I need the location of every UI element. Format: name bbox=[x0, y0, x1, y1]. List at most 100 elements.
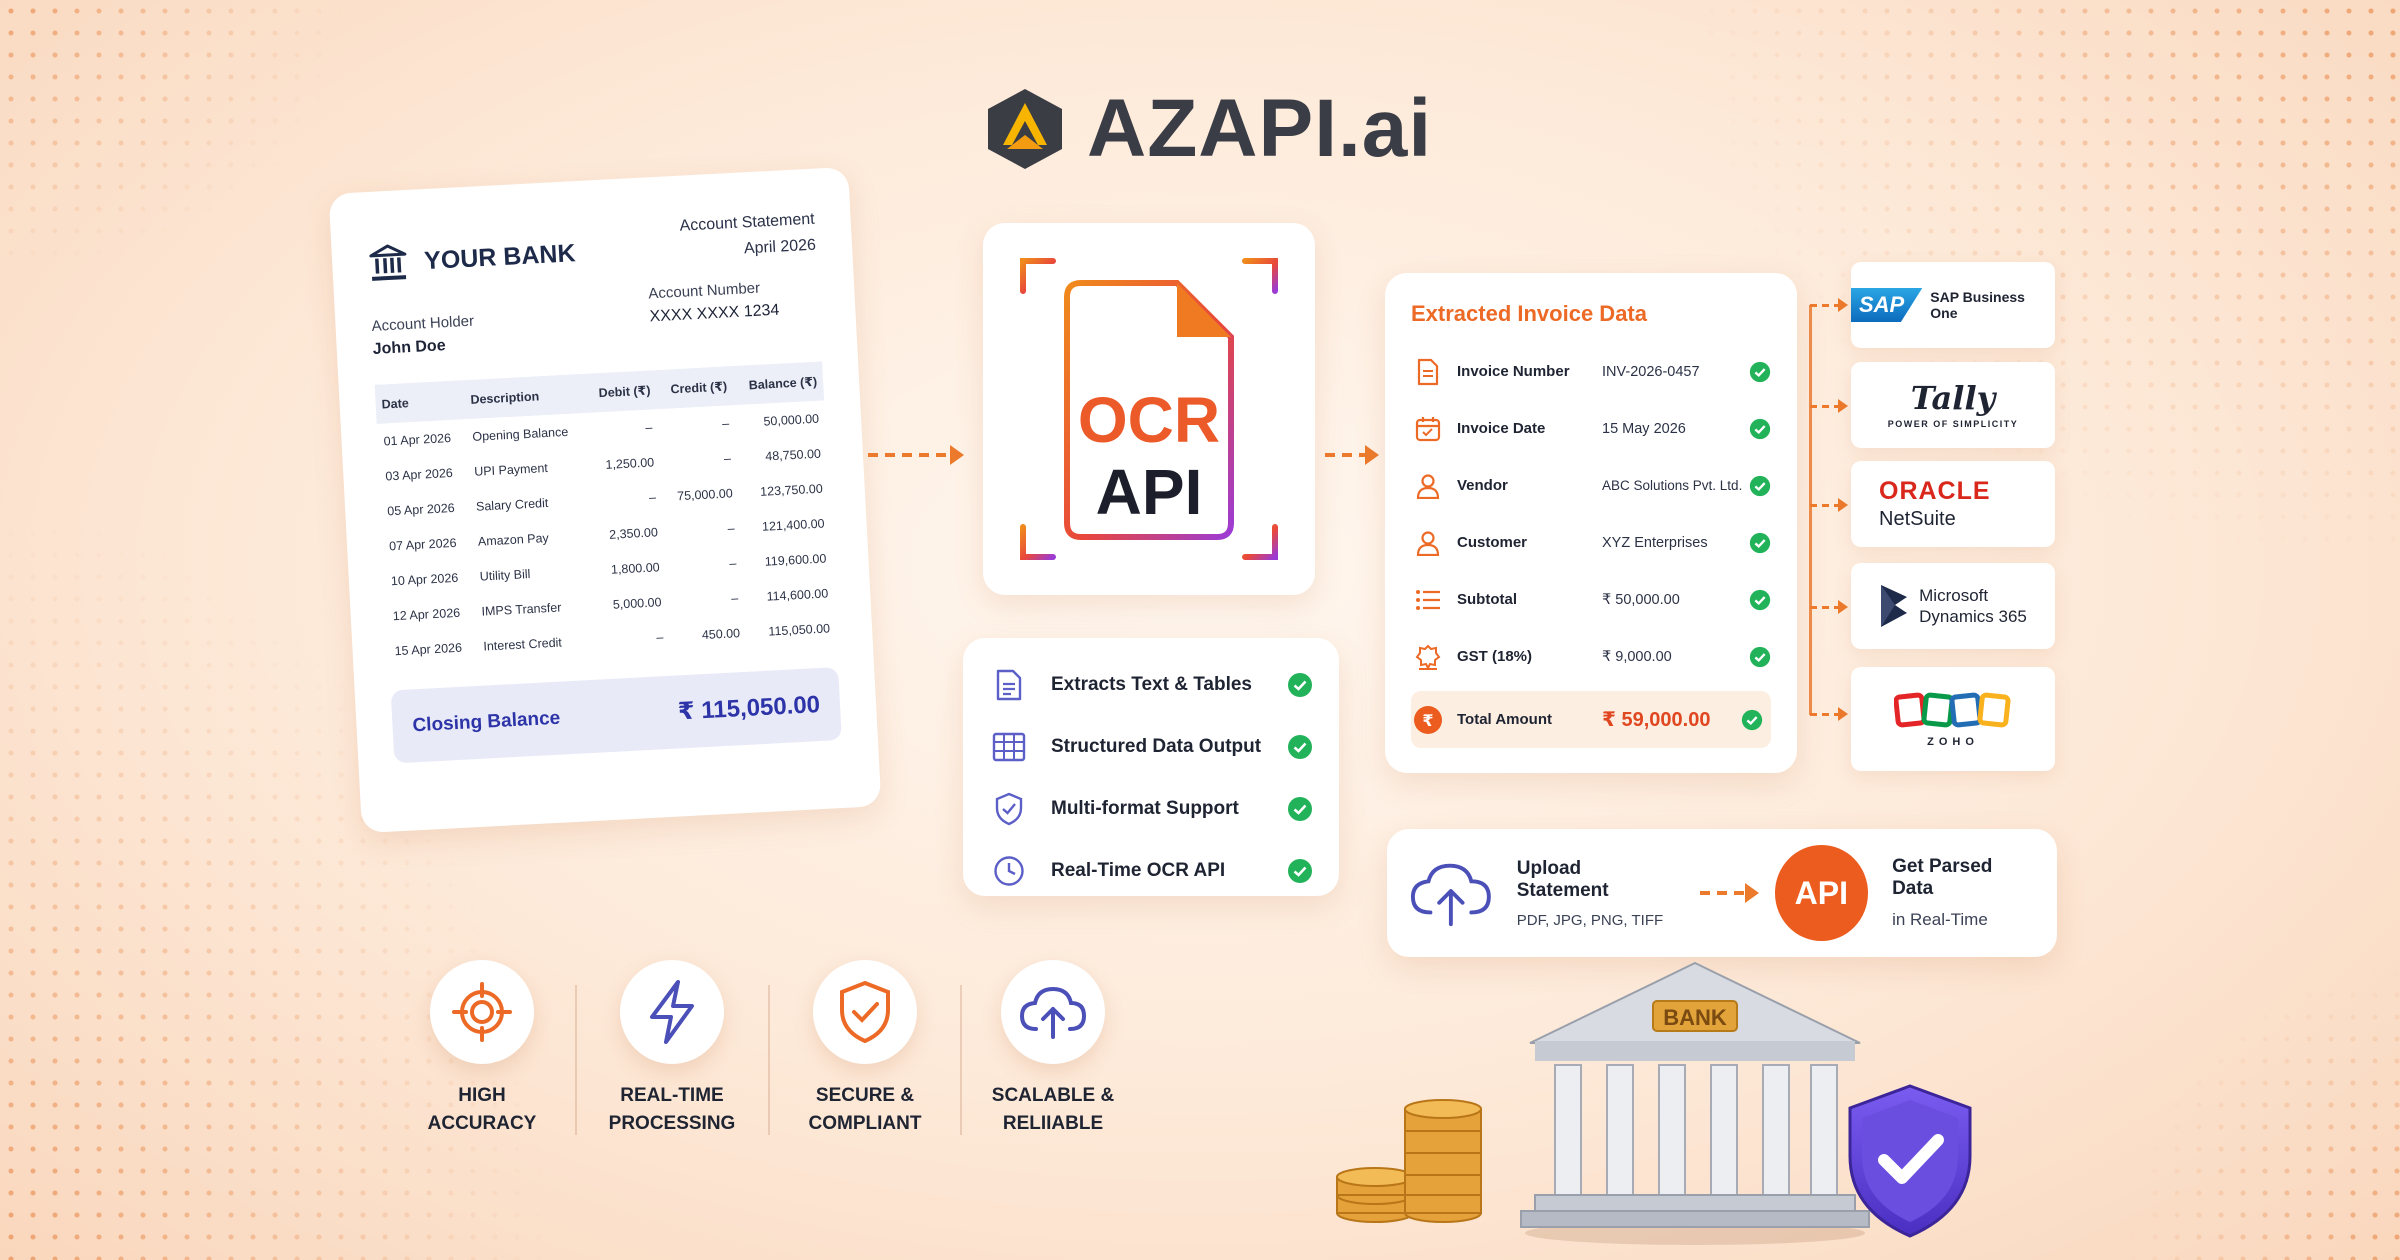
netsuite-label: NetSuite bbox=[1879, 508, 1956, 530]
dot-pattern-bottom-right bbox=[2100, 940, 2400, 1260]
ocr-api-card: OCR API bbox=[983, 223, 1315, 595]
field-value: INV-2026-0457 bbox=[1602, 363, 1700, 380]
shield-check-icon bbox=[995, 792, 1023, 826]
feature-label: Structured Data Output bbox=[1051, 736, 1262, 757]
cell-date: 05 Apr 2026 bbox=[386, 500, 455, 518]
integration-arrow bbox=[1810, 298, 1848, 312]
invoice-field-row: Customer XYZ Enterprises bbox=[1411, 514, 1771, 571]
lightning-icon bbox=[650, 980, 694, 1044]
cell-date: 01 Apr 2026 bbox=[383, 430, 452, 448]
badge-line-1: REAL-TIME bbox=[620, 1085, 724, 1106]
cell-credit: 450.00 bbox=[701, 625, 741, 642]
integration-arrow bbox=[1810, 600, 1848, 614]
calendar-icon bbox=[1415, 416, 1441, 441]
badge-separator bbox=[960, 985, 962, 1135]
brand-logo: AZAPI.ai bbox=[985, 82, 1432, 176]
check-circle-icon bbox=[1749, 589, 1771, 610]
integration-oracle-netsuite: ORACLE NetSuite bbox=[1851, 461, 2055, 547]
badge-line-1: SCALABLE & bbox=[991, 1085, 1115, 1106]
brand-name: AZAPI.ai bbox=[1087, 83, 1433, 174]
list-icon bbox=[1416, 589, 1440, 610]
total-key: Total Amount bbox=[1457, 711, 1552, 728]
badge-real-time-processing: REAL-TIME PROCESSING bbox=[582, 960, 762, 1138]
table-grid-icon bbox=[992, 732, 1026, 762]
invoice-field-row: Vendor ABC Solutions Pvt. Ltd. bbox=[1411, 457, 1771, 514]
field-key: Vendor bbox=[1457, 477, 1508, 494]
field-value: ABC Solutions Pvt. Ltd. bbox=[1602, 478, 1743, 493]
field-value: XYZ Enterprises bbox=[1602, 534, 1708, 551]
field-key: Subtotal bbox=[1457, 591, 1517, 608]
feature-label: Real-Time OCR API bbox=[1051, 860, 1226, 881]
zoho-logo-icon bbox=[1894, 692, 2011, 728]
field-key: Invoice Date bbox=[1457, 420, 1546, 437]
bank-statement-card: YOUR BANK Account Statement April 2026 A… bbox=[328, 166, 882, 834]
dynamics-label: Dynamics 365 bbox=[1919, 607, 2027, 626]
upload-title: Upload Statement bbox=[1516, 857, 1609, 901]
tax-badge-icon bbox=[1415, 644, 1441, 670]
account-number: XXXX XXXX 1234 bbox=[649, 301, 780, 326]
clock-icon bbox=[994, 856, 1024, 886]
col-balance: Balance (₹) bbox=[748, 374, 818, 393]
account-number-label: Account Number bbox=[647, 279, 761, 303]
badge-scalable-reliable: SCALABLE & RELIIABLE bbox=[963, 960, 1143, 1138]
cloud-upload-icon bbox=[1019, 986, 1087, 1039]
flow-arrow-upload-to-api bbox=[1700, 883, 1759, 903]
check-circle-icon bbox=[1749, 475, 1771, 496]
cell-debit: – bbox=[644, 419, 653, 435]
integration-microsoft-dynamics: Microsoft Dynamics 365 bbox=[1851, 563, 2055, 649]
cell-date: 07 Apr 2026 bbox=[388, 535, 457, 553]
oracle-logo: ORACLE bbox=[1879, 477, 1991, 505]
check-circle-icon bbox=[1749, 532, 1771, 553]
cell-debit: 2,350.00 bbox=[608, 524, 659, 542]
integration-sap: SAP SAP Business One bbox=[1851, 262, 2055, 348]
cell-balance: 114,600.00 bbox=[766, 585, 829, 604]
badge-line-2: RELIIABLE bbox=[1002, 1113, 1104, 1134]
cell-balance: 48,750.00 bbox=[764, 446, 822, 464]
check-circle-icon bbox=[1749, 361, 1771, 382]
field-value: 15 May 2026 bbox=[1602, 420, 1686, 437]
integration-arrow bbox=[1810, 399, 1848, 413]
cell-credit: – bbox=[729, 555, 737, 571]
microsoft-label: Microsoft bbox=[1919, 586, 1989, 605]
feature-label: Extracts Text & Tables bbox=[1051, 674, 1252, 695]
rupee-coin-icon: ₹ bbox=[1414, 705, 1442, 734]
closing-balance-amount: ₹ 115,050.00 bbox=[677, 691, 821, 726]
statement-table: Date Description Debit (₹) Credit (₹) Ba… bbox=[374, 361, 837, 668]
col-description: Description bbox=[470, 388, 540, 407]
extracted-title: Extracted Invoice Data bbox=[1411, 301, 1647, 326]
check-circle-icon bbox=[1288, 797, 1312, 821]
features-card: Extracts Text & Tables Structured Data O… bbox=[963, 638, 1339, 896]
account-holder-label: Account Holder bbox=[371, 312, 475, 335]
sap-product-name: SAP Business One bbox=[1930, 289, 2025, 321]
badge-line-2: PROCESSING bbox=[608, 1113, 736, 1134]
integration-connector-line bbox=[1809, 305, 1812, 715]
account-holder-name: John Doe bbox=[372, 337, 447, 358]
cell-debit: 5,000.00 bbox=[612, 594, 662, 612]
api-badge: API bbox=[1774, 845, 1869, 941]
closing-balance-row: Closing Balance ₹ 115,050.00 bbox=[390, 667, 842, 764]
feature-item: Real-Time OCR API bbox=[989, 840, 1313, 902]
badge-line-1: SECURE & bbox=[815, 1085, 915, 1106]
integration-arrow bbox=[1810, 498, 1848, 512]
result-line-2: in Real-Time bbox=[1892, 910, 1988, 929]
cell-description: Interest Credit bbox=[483, 634, 563, 654]
cell-credit: – bbox=[723, 450, 732, 466]
dot-pattern-top-left bbox=[0, 0, 380, 300]
flow-arrow-ocr-to-data bbox=[1325, 445, 1379, 465]
cloud-upload-icon bbox=[1410, 863, 1491, 927]
sap-logo: SAP bbox=[1851, 288, 1923, 322]
cell-date: 15 Apr 2026 bbox=[394, 640, 463, 658]
col-debit: Debit (₹) bbox=[598, 383, 651, 401]
check-circle-icon bbox=[1288, 735, 1312, 759]
badge-separator bbox=[575, 985, 577, 1135]
check-circle-icon bbox=[1741, 709, 1763, 730]
feature-item: Extracts Text & Tables bbox=[989, 654, 1313, 716]
feature-item: Structured Data Output bbox=[989, 716, 1313, 778]
cell-balance: 119,600.00 bbox=[764, 551, 827, 569]
check-circle-icon bbox=[1749, 646, 1771, 667]
scan-frame-icon bbox=[1020, 258, 1278, 560]
user-icon bbox=[1416, 473, 1440, 499]
cell-credit: 75,000.00 bbox=[676, 485, 734, 503]
extracted-invoice-card: Extracted Invoice Data Invoice Number IN… bbox=[1385, 273, 1797, 773]
bank-building-illustration: BANK bbox=[1520, 961, 1870, 1245]
